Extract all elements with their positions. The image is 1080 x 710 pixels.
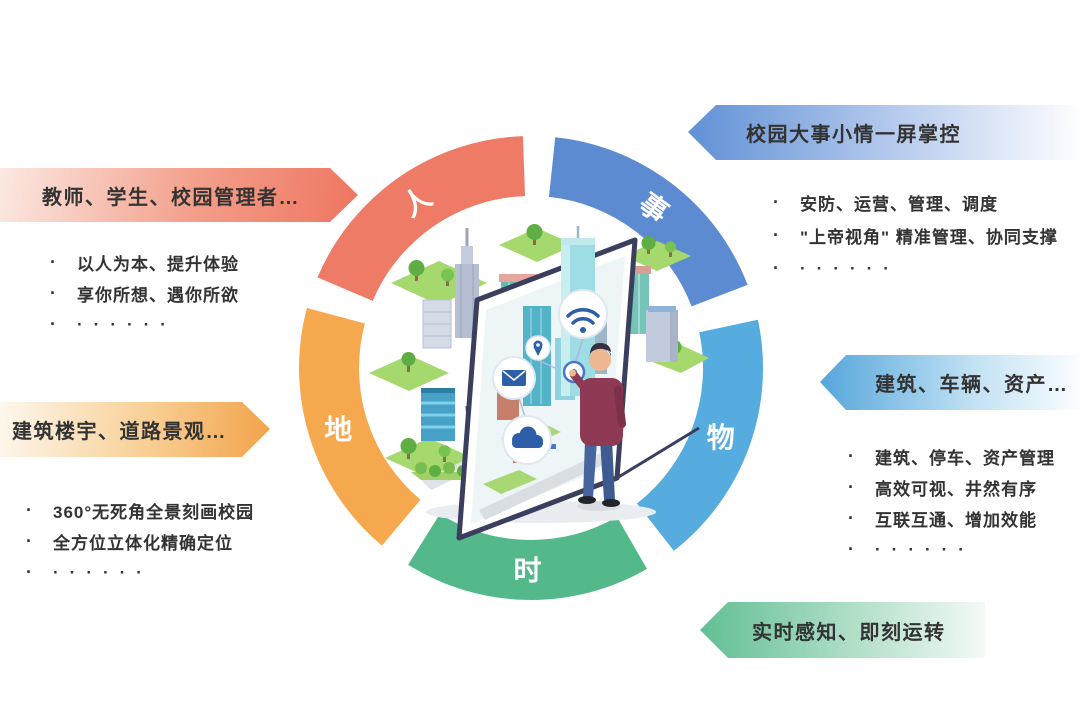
cloud-icon — [502, 415, 552, 465]
list-item-ellipsis: · ······ — [26, 557, 254, 588]
bullet-marker: · — [848, 539, 855, 559]
callout-title-objects: 建筑、车辆、资产… — [875, 374, 1069, 396]
bullet-text: 互联互通、增加效能 — [875, 511, 1037, 530]
mail-icon — [492, 356, 536, 400]
bullet-text: "上帝视角" 精准管理、协同支撑 — [800, 228, 1058, 247]
callout-banner-place: 建筑楼宇、道路景观… — [0, 402, 270, 457]
ring-label-objects: 物 — [707, 422, 735, 453]
ellipsis-dots: ······ — [800, 258, 900, 278]
bullet-marker: · — [50, 252, 57, 272]
tree-platform — [369, 352, 449, 391]
bullet-text: 享你所想、遇你所欲 — [77, 286, 239, 305]
list-item: · 以人为本、提升体验 — [50, 247, 239, 278]
tablet-home-mark — [465, 405, 470, 421]
ring-segment-time — [408, 513, 647, 600]
bullet-text: 高效可视、井然有序 — [875, 480, 1037, 499]
gray-building-right — [646, 306, 678, 362]
bullet-list-objects: · 建筑、停车、资产管理 · 高效可视、井然有序 · 互联互通、增加效能 · ·… — [848, 441, 1055, 565]
person-figure — [569, 343, 626, 511]
bullet-marker: · — [26, 500, 33, 520]
bullet-list-people: · 以人为本、提升体验 · 享你所想、遇你所欲 · ······ — [50, 247, 239, 340]
list-item: · 高效可视、井然有序 — [848, 472, 1055, 503]
ring-segment-events — [548, 137, 748, 307]
bullet-text: 全方位立体化精确定位 — [53, 534, 233, 553]
location-pin-icon — [525, 335, 551, 361]
ring-label-place: 地 — [324, 414, 352, 445]
callout-banner-events: 校园大事小情一屏掌控 — [688, 105, 1080, 160]
bullet-marker: · — [773, 192, 780, 212]
bullet-text: 建筑、停车、资产管理 — [875, 449, 1055, 468]
bullet-marker: · — [773, 258, 780, 278]
ring-chart: 人 事 物 时 地 — [299, 136, 763, 600]
tree-platform — [623, 236, 691, 271]
bullet-text: 安防、运营、管理、调度 — [800, 195, 998, 214]
icon-bubbles — [492, 289, 608, 465]
callout-title-people: 教师、学生、校园管理者… — [42, 186, 300, 209]
list-item-ellipsis: · ······ — [848, 534, 1055, 565]
blue-building-left — [421, 388, 455, 441]
callout-banner-time: 实时感知、即刻运转 — [700, 602, 985, 658]
ring-segment-place — [299, 307, 421, 546]
callout-banner-people: 教师、学生、校园管理者… — [0, 168, 358, 222]
bullet-marker: · — [848, 508, 855, 528]
callout-title-time: 实时感知、即刻运转 — [752, 621, 946, 644]
list-item: · 互联互通、增加效能 — [848, 503, 1055, 534]
list-item: · 安防、运营、管理、调度 — [773, 186, 1058, 219]
bullet-marker: · — [848, 446, 855, 466]
ellipsis-dots: ······ — [875, 539, 975, 559]
ring-segment-objects — [636, 319, 763, 551]
bullet-text: 360°无死角全景刻画校园 — [53, 503, 255, 522]
tree-platform — [499, 224, 575, 262]
bullet-marker: · — [26, 531, 33, 551]
bullet-list-events: · 安防、运营、管理、调度 · "上帝视角" 精准管理、协同支撑 · ·····… — [773, 186, 1058, 285]
ring-label-time: 时 — [513, 555, 541, 586]
bullet-list-place: · 360°无死角全景刻画校园 · 全方位立体化精确定位 · ······ — [26, 495, 254, 588]
ring-segment-people — [317, 136, 526, 302]
callout-title-events: 校园大事小情一屏掌控 — [746, 124, 961, 146]
list-item-ellipsis: · ······ — [773, 252, 1058, 285]
list-item: · 享你所想、遇你所欲 — [50, 278, 239, 309]
ellipsis-dots: ······ — [53, 562, 153, 582]
list-item: · "上帝视角" 精准管理、协同支撑 — [773, 219, 1058, 252]
callout-title-place: 建筑楼宇、道路景观… — [12, 421, 227, 443]
bullet-marker: · — [26, 562, 33, 582]
list-item-ellipsis: · ······ — [50, 309, 239, 340]
tablet-edge — [616, 426, 700, 480]
ellipsis-dots: ······ — [77, 314, 177, 334]
list-item: · 360°无死角全景刻画校园 — [26, 495, 254, 526]
center-illustration — [369, 224, 709, 541]
bullet-marker: · — [50, 314, 57, 334]
bullet-marker: · — [848, 477, 855, 497]
list-item: · 建筑、停车、资产管理 — [848, 441, 1055, 472]
wifi-icon — [558, 289, 608, 339]
bullet-marker: · — [50, 283, 57, 303]
bullet-marker: · — [773, 225, 780, 245]
bullet-text: 以人为本、提升体验 — [77, 255, 239, 274]
callout-banner-objects: 建筑、车辆、资产… — [820, 355, 1080, 410]
list-item: · 全方位立体化精确定位 — [26, 526, 254, 557]
